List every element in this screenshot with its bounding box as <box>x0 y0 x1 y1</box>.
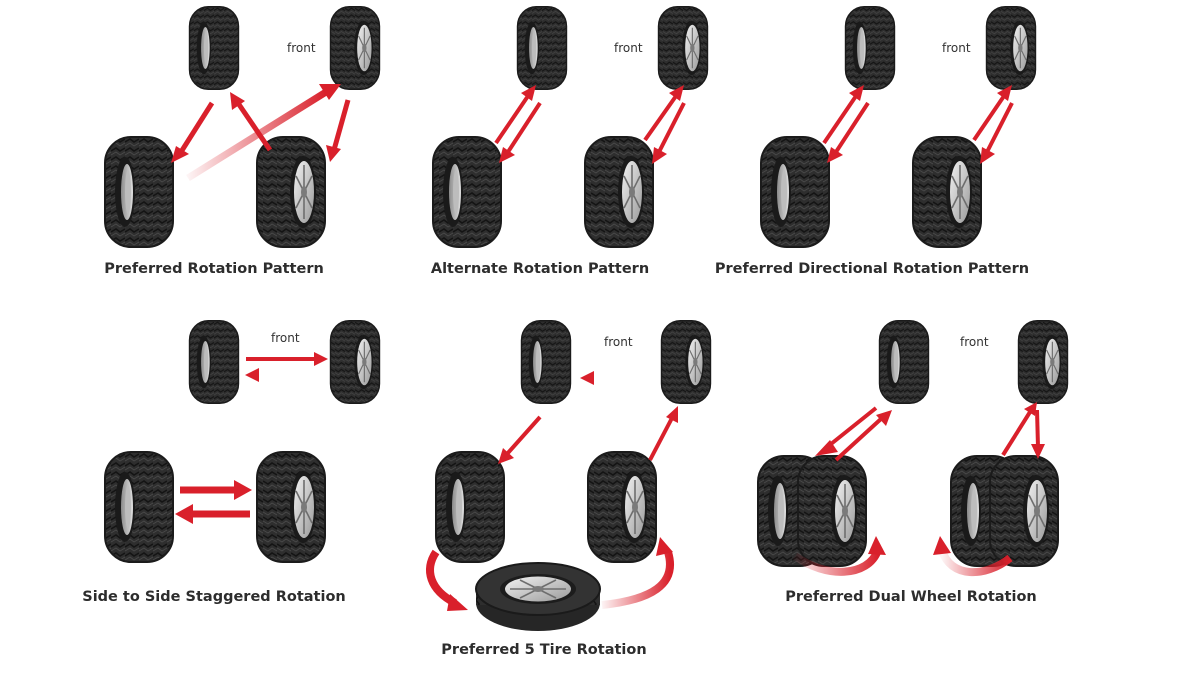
diagram-alternate: front Alternate Rotation Pattern <box>431 6 709 277</box>
front-label: front <box>960 335 989 349</box>
caption-dual-wheel: Preferred Dual Wheel Rotation <box>785 589 1037 605</box>
tire-rear-right-outer <box>989 455 1059 567</box>
front-label: front <box>604 335 633 349</box>
caption-directional: Preferred Directional Rotation Pattern <box>715 261 1029 277</box>
tire-rear-right <box>587 451 657 563</box>
front-label: front <box>614 41 643 55</box>
tire-front-left <box>844 6 896 90</box>
tire-rear-left <box>432 136 502 248</box>
tire-front-right <box>657 6 709 90</box>
tire-front-left <box>878 320 930 404</box>
tire-rear-left <box>760 136 830 248</box>
rotation-arrows <box>426 371 678 611</box>
diagram-directional: front Preferred Directional Rotation Pat… <box>715 6 1037 277</box>
tire-front-right <box>329 6 381 90</box>
caption-side-to-side: Side to Side Staggered Rotation <box>82 589 346 605</box>
tire-front-right <box>660 320 712 404</box>
tire-rear-left <box>104 136 174 248</box>
tire-rear-right <box>912 136 982 248</box>
front-label: front <box>287 41 316 55</box>
rotation-arrows <box>822 85 1014 164</box>
tire-front-left <box>520 320 572 404</box>
tire-rear-right <box>584 136 654 248</box>
tire-front-left <box>188 320 240 404</box>
rotation-arrows <box>792 402 1045 576</box>
tire-front-left <box>516 6 568 90</box>
tire-front-right <box>1017 320 1069 404</box>
front-label: front <box>942 41 971 55</box>
diagram-dual-wheel: front Preferred Dual Wheel Rotation <box>757 320 1069 605</box>
spare-tire <box>475 562 601 632</box>
diagram-side-to-side: front Side to Side Staggered Rotation <box>82 320 381 605</box>
caption-alternate: Alternate Rotation Pattern <box>431 261 649 277</box>
tire-rear-right <box>256 136 326 248</box>
tire-rear-left-inner <box>797 455 867 567</box>
rotation-arrows <box>171 84 351 181</box>
tire-rear-left <box>104 451 174 563</box>
tire-rear-left <box>435 451 505 563</box>
rotation-arrows <box>175 352 328 524</box>
diagram-five-tire: front Preferred 5 Tire Rotation <box>426 320 712 658</box>
caption-five-tire: Preferred 5 Tire Rotation <box>441 642 646 658</box>
caption-preferred: Preferred Rotation Pattern <box>104 261 324 277</box>
tire-front-right <box>985 6 1037 90</box>
tire-front-right <box>329 320 381 404</box>
rotation-arrows <box>494 85 686 164</box>
tire-front-left <box>188 6 240 90</box>
tire-rear-right <box>256 451 326 563</box>
diagram-preferred: front Preferred Rotation Pattern <box>104 6 381 277</box>
front-label: front <box>271 331 300 345</box>
